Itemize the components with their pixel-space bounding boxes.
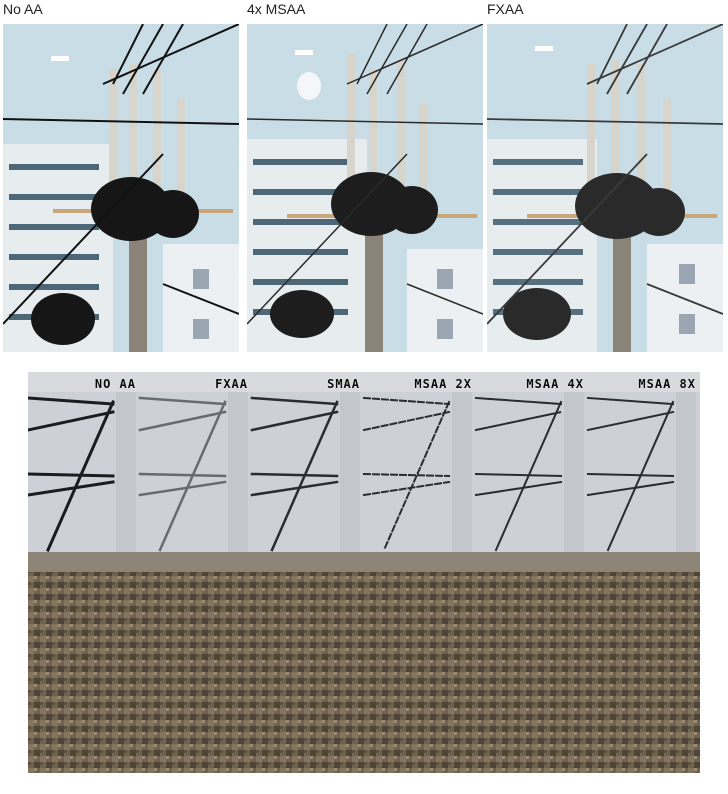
strip-label-no-aa: NO AA (94, 377, 136, 391)
strip-label-msaa-4x: MSAA 4X (526, 377, 584, 391)
utility-pole-render-fxaa (487, 24, 723, 352)
strip-label-smaa: SMAA (327, 377, 360, 391)
utility-pole-image-fxaa (487, 24, 723, 352)
strip-label-fxaa: FXAA (215, 377, 248, 391)
utility-pole-image-msaa-4x (247, 24, 483, 352)
utility-pole-render-msaa-4x (247, 24, 483, 352)
utility-pole-render-no-aa (3, 24, 239, 352)
utility-pole-image-no-aa (3, 24, 239, 352)
panel-label-fxaa: FXAA (487, 1, 524, 17)
aa-comparison-strips-render (28, 372, 700, 773)
strip-label-msaa-8x: MSAA 8X (638, 377, 696, 391)
panel-label-msaa-4x: 4x MSAA (247, 1, 306, 17)
panel-label-no-aa: No AA (3, 1, 43, 17)
aa-comparison-strips-image (28, 372, 700, 773)
strip-label-msaa-2x: MSAA 2X (414, 377, 472, 391)
